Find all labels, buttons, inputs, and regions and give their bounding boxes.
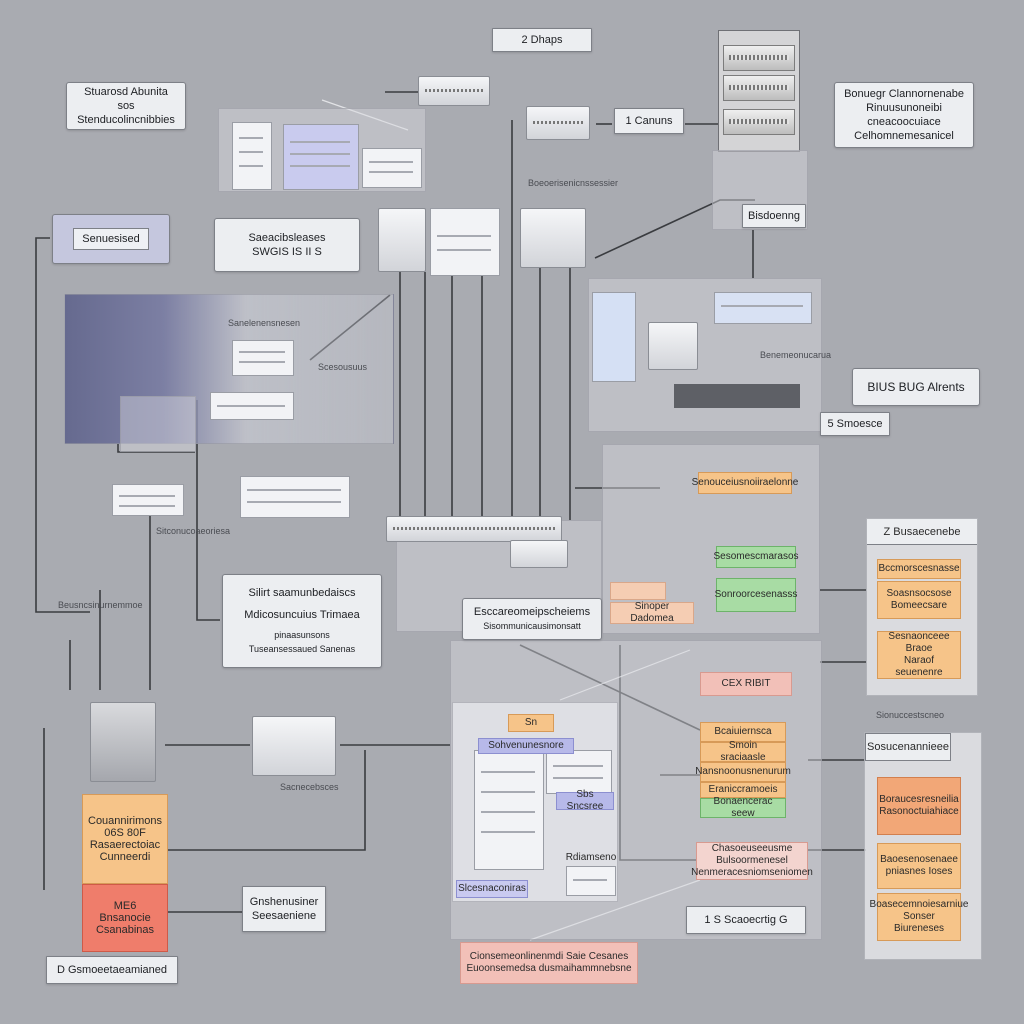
orange-list-item: Smoin sraciaasle bbox=[700, 740, 786, 763]
screen-blue-b bbox=[714, 292, 812, 324]
orange-list-item: Eraniccramoeis bbox=[700, 782, 786, 798]
device-bottom-left bbox=[90, 702, 156, 782]
stack-a-item-1: Bccmorscesnasse bbox=[877, 559, 961, 579]
tag-pink-wide: Chasoeuseeusme Bulsoormenesel Nenmeraces… bbox=[691, 842, 813, 880]
label-top-left: Stuarosd Abunita sos Stenducolincnibbies bbox=[66, 82, 186, 130]
stack-a-title: Z Busaecenebe bbox=[867, 519, 977, 545]
label-left-panel: Saeacibsleases SWGIS IS II S bbox=[214, 218, 360, 272]
orange-list: Bcaiuiernsca Smoin sraciaasle Nansnoonus… bbox=[695, 722, 791, 819]
tag-orange-top: Senouceiusnoiiraelonne bbox=[692, 472, 798, 494]
green-list-item: Bonaencerac seew bbox=[700, 796, 786, 819]
device-switch-top bbox=[418, 76, 490, 106]
label-bottom-right: 1 S Scaoecrtig G bbox=[686, 906, 806, 934]
screen-grid-top bbox=[232, 122, 272, 190]
tag-green-a: Sesomescmarasos bbox=[713, 546, 799, 568]
label-bottom-left: D Gsmoeetaeamianed bbox=[46, 956, 178, 984]
label-left-device: Senuesised bbox=[52, 214, 170, 264]
device-server-c bbox=[520, 208, 586, 268]
note-6: Sacnecebsces bbox=[280, 782, 339, 792]
label-bottom-center: Cionsemeonlinenmdi Saie Cesanes Euoonsem… bbox=[460, 942, 638, 984]
note-8: Benemeonucarua bbox=[760, 350, 832, 360]
device-server-b bbox=[430, 208, 500, 276]
left-orange-block: Couannirimons 06S 80F Rasaerectoiac Cunn… bbox=[82, 794, 168, 884]
panel-left-small bbox=[120, 396, 196, 452]
tag-peach-small bbox=[610, 582, 666, 600]
screen-left-low bbox=[210, 392, 294, 420]
stack-a: Z Busaecenebe Bccmorscesnasse Soasnsocso… bbox=[866, 518, 978, 696]
tag-lav-small: Sbs Sncsree bbox=[556, 789, 614, 812]
note-5: Beusncsinurnemmoe bbox=[58, 600, 143, 610]
device-modem bbox=[526, 106, 590, 140]
note-4: Sitconucoaeoriesa bbox=[156, 526, 231, 536]
left-red-block: ME6 Bnsanocie Csanabinas bbox=[82, 884, 168, 952]
note-7: Sionuccestscneo bbox=[876, 710, 945, 720]
screen-center-grid bbox=[240, 476, 350, 518]
screen-list-c bbox=[566, 866, 616, 896]
dark-bar bbox=[674, 384, 800, 408]
tag-screen-label: Rdiamseno bbox=[565, 852, 617, 863]
device-server-a bbox=[378, 208, 426, 272]
label-right-mid: BIUS BUG Alrents bbox=[852, 368, 980, 406]
tag-peach-badge: CEX RIBIT bbox=[700, 672, 792, 696]
orange-list-item: Bcaiuiernsca bbox=[700, 722, 786, 742]
screen-lavender bbox=[283, 124, 359, 190]
tag-lav-bottom: Slcesnaconiras bbox=[456, 880, 528, 898]
tag-peach-mid: Sinoper Dadomea bbox=[610, 601, 694, 624]
label-top-center: 2 Dhaps bbox=[492, 28, 592, 52]
tag-lav-header: Sohvenunesnore bbox=[478, 738, 574, 754]
note-1: Boeoerisenicnssessier bbox=[528, 178, 619, 188]
device-gray-c bbox=[648, 322, 698, 370]
screen-list-a bbox=[474, 750, 544, 870]
label-gateway: 1 Canuns bbox=[614, 108, 684, 134]
left-device-display: Senuesised bbox=[73, 228, 149, 250]
label-center-mid: Esccareomeipscheiems Sisommunicausimonsa… bbox=[462, 598, 602, 640]
device-bottom-mid bbox=[252, 716, 336, 776]
tag-green-b: Sonroorcesenasss bbox=[715, 578, 797, 612]
screen-top-right bbox=[362, 148, 422, 188]
label-rack: Bisdoenng bbox=[742, 204, 806, 228]
label-right-mid-small: 5 Smoesce bbox=[820, 412, 890, 436]
device-hub-low bbox=[510, 540, 568, 568]
device-blue-a bbox=[592, 292, 636, 382]
note-2: Scesousuus bbox=[318, 362, 368, 372]
screen-list-b bbox=[546, 750, 612, 794]
label-bottom-left-mid: Gnshenusiner Seesaeniene bbox=[242, 886, 326, 932]
stack-b-title: Sosucenannieee bbox=[865, 733, 951, 761]
rack-server bbox=[718, 30, 800, 152]
screen-left-grid bbox=[112, 484, 184, 516]
label-top-right: Bonuegr Clannornenabe Rinuusunoneibi cne… bbox=[834, 82, 974, 148]
screen-left-mid bbox=[232, 340, 294, 376]
orange-list-item: Nansnoonusnenurum bbox=[695, 762, 791, 782]
note-3: Sanelenensnesen bbox=[228, 318, 301, 328]
device-hub bbox=[386, 516, 562, 542]
label-left-center: Silirt saamunbedaiscs Mdicosuncuius Trim… bbox=[222, 574, 382, 668]
tag-orange-small: Sn bbox=[508, 714, 554, 732]
